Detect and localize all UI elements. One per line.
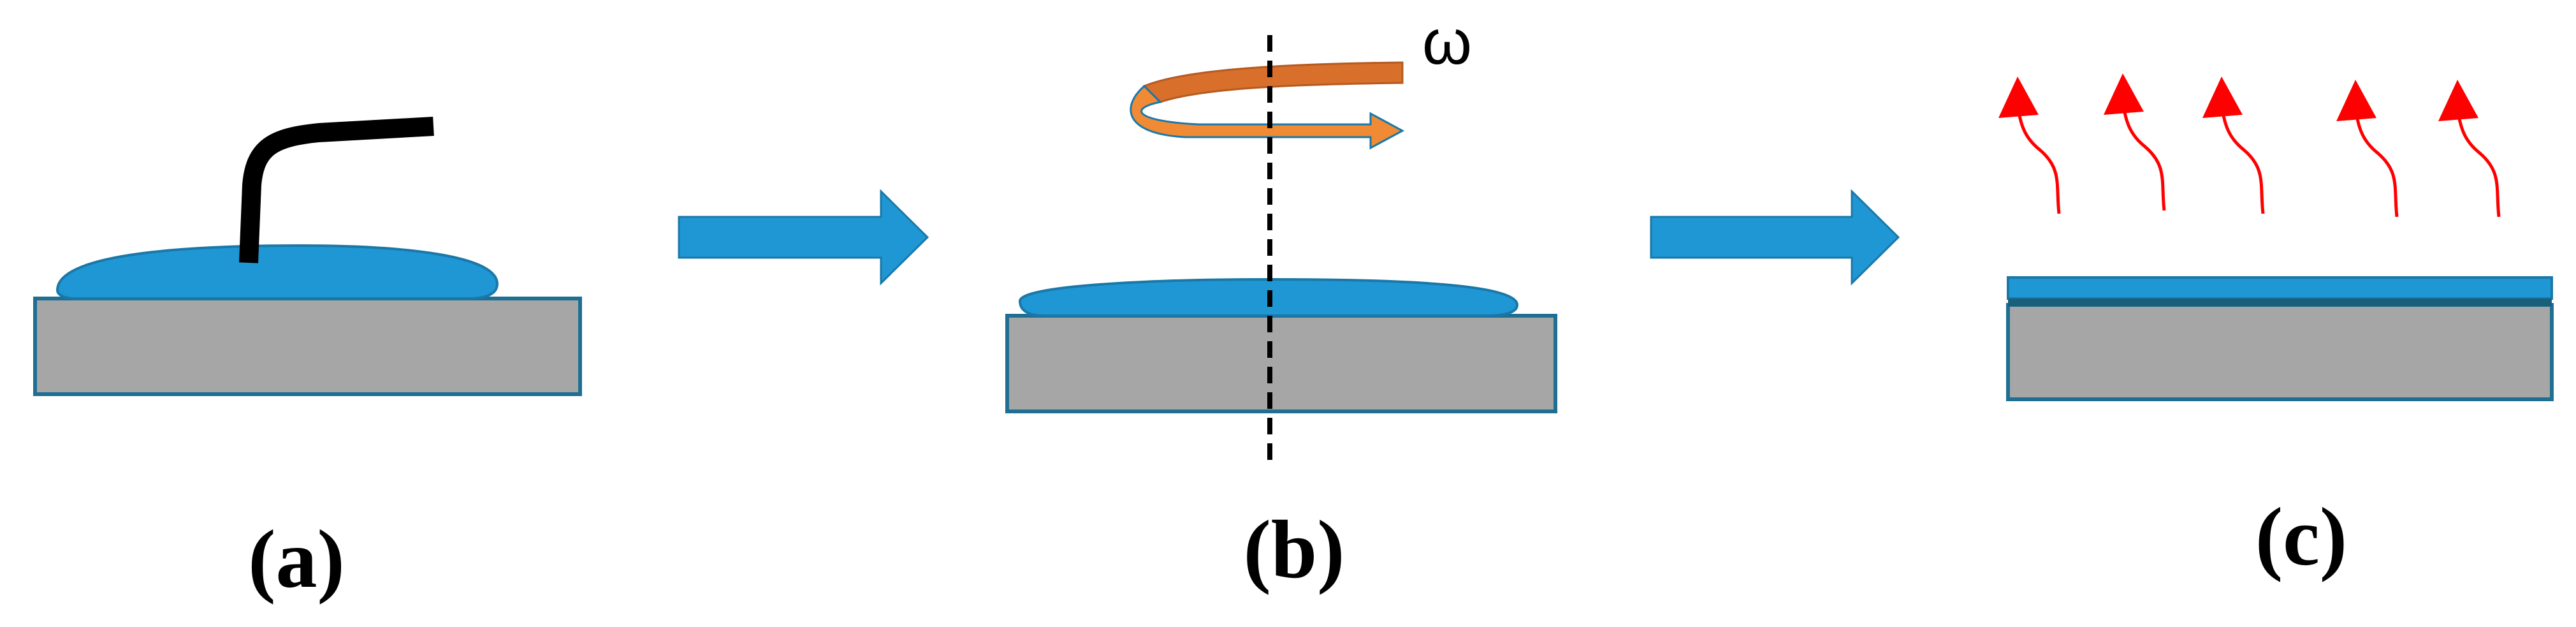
thin-film (2007, 276, 2553, 300)
evaporation-arrow (2016, 105, 2061, 214)
process-arrow-1 (678, 189, 929, 286)
droplet-a (55, 244, 499, 300)
substrate-a (33, 297, 582, 396)
panel-label-b: (b) (1244, 504, 1345, 596)
rotation-arrow-front (1130, 84, 1405, 150)
panel-c: (c) (1998, 73, 2554, 583)
arrowhead-icon (2438, 80, 2478, 121)
arrowhead-icon (2104, 73, 2144, 115)
arrowhead-icon (2336, 80, 2376, 121)
evaporation-arrow (2220, 105, 2265, 214)
arrowhead-icon (2202, 77, 2243, 118)
substrate-c (2006, 303, 2554, 401)
dispenser-tube (239, 117, 434, 263)
panel-label-c: (c) (2255, 491, 2347, 583)
omega-symbol: ω (1422, 6, 1472, 78)
thin-film-interface (2008, 299, 2552, 306)
evaporation-arrow (2121, 101, 2166, 211)
substrate-b (1005, 314, 1557, 413)
evaporation-arrow (2354, 108, 2399, 218)
arrowhead-icon (1998, 77, 2039, 118)
evaporation-arrow (2456, 108, 2501, 218)
panel-a: (a) (33, 117, 582, 605)
evaporation-arrowheads (1998, 73, 2478, 121)
evaporation-arrows (2016, 101, 2501, 218)
panel-b: ω (b) (1005, 6, 1557, 596)
rotation-arrow-back (1142, 61, 1404, 103)
panel-label-a: (a) (248, 513, 345, 605)
process-arrow-2 (1650, 189, 1900, 286)
